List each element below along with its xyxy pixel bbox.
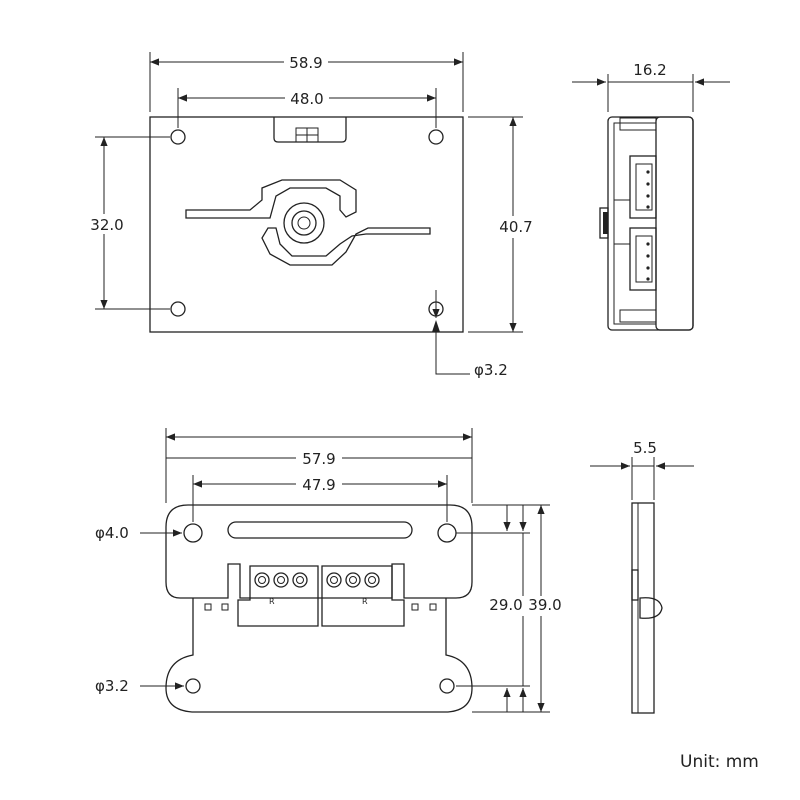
dim-large-hole-diameter: φ4.0 <box>95 524 129 542</box>
dim-hole-vertical-32-0: 32.0 <box>90 216 123 234</box>
bracket-view: R R <box>165 504 473 713</box>
top-view-dimensions: 58.9 48.0 32.0 40.7 φ3.2 <box>86 52 538 379</box>
bracket-slot <box>227 521 413 539</box>
dim-thickness-5-5: 5.5 <box>633 439 657 457</box>
center-bracket-lower <box>261 227 431 266</box>
bracket-upper-plate <box>165 504 473 599</box>
bracket-hole-large-right <box>437 523 457 543</box>
connector-mark-left: R <box>269 597 275 606</box>
center-bracket-upper <box>185 179 357 219</box>
side-bottom-lip <box>619 309 657 323</box>
bracket-side-tab <box>631 569 639 601</box>
side-body-outline <box>607 116 694 331</box>
dim-overall-height-40-7: 40.7 <box>499 218 532 236</box>
top-tab <box>273 117 347 143</box>
bracket-view-dimensions: 57.9 47.9 φ4.0 φ3.2 29.0 39.0 <box>95 428 562 713</box>
center-knob-core <box>297 216 311 230</box>
bracket-connector-right <box>321 565 405 627</box>
side-view-bottom-dimensions: 5.5 <box>590 439 694 500</box>
dim-hole-spacing-48-0: 48.0 <box>290 90 323 108</box>
dim-hole-diameter-3-2: φ3.2 <box>474 361 508 379</box>
connector-mark-right: R <box>362 597 368 606</box>
mount-hole-top-left <box>170 129 186 145</box>
dim-small-hole-diameter: φ3.2 <box>95 677 129 695</box>
side-top-lip <box>619 117 657 131</box>
side-connector-upper <box>629 155 657 219</box>
module-body-outline <box>149 116 464 333</box>
dim-outer-height-39-0: 39.0 <box>528 596 561 614</box>
dim-depth-16-2: 16.2 <box>633 61 666 79</box>
bracket-hole-small-right <box>439 678 455 694</box>
dim-inner-height-29-0: 29.0 <box>489 596 522 614</box>
bracket-hole-large-left <box>183 523 203 543</box>
bracket-connector-left <box>237 565 319 627</box>
mount-hole-top-right <box>428 129 444 145</box>
bracket-side-hook <box>639 597 663 619</box>
center-knob-inner <box>291 210 317 236</box>
bracket-lower-plate <box>165 598 473 713</box>
top-view <box>149 116 464 333</box>
center-knob-outer <box>283 202 325 244</box>
side-view-top <box>599 116 694 331</box>
dim-bracket-width-57-9: 57.9 <box>302 450 335 468</box>
unit-label: Unit: mm <box>680 752 759 772</box>
side-connector-lower <box>629 227 657 291</box>
side-front-plate <box>655 116 694 331</box>
dim-bracket-hole-spacing-47-9: 47.9 <box>302 476 335 494</box>
side-inner-frame <box>613 122 657 325</box>
mount-hole-bottom-left <box>170 301 186 317</box>
side-view-top-dimensions: 16.2 <box>572 61 730 112</box>
side-view-bottom <box>631 502 663 714</box>
dim-overall-width-58-9: 58.9 <box>289 54 322 72</box>
bracket-side-plate <box>631 502 655 714</box>
bracket-hole-small-left <box>185 678 201 694</box>
